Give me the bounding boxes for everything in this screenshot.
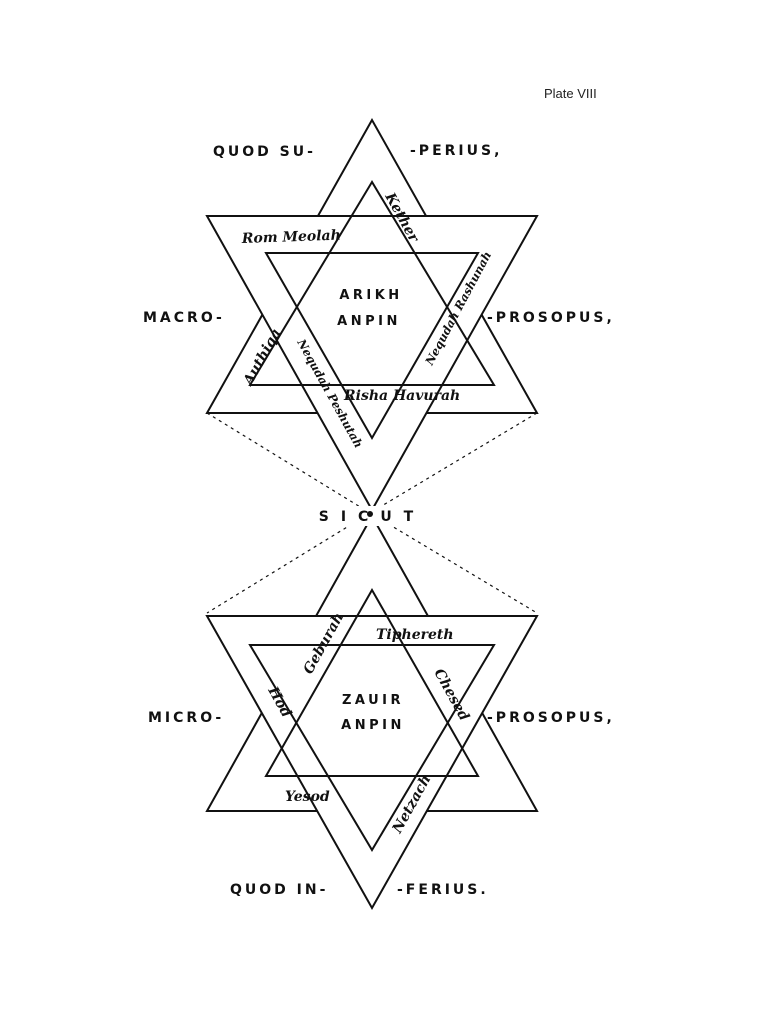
anpin-label-upper: ANPIN bbox=[337, 314, 401, 329]
junction-point bbox=[367, 511, 373, 517]
label-prosopus-lower: -PROSOPUS, bbox=[487, 710, 615, 726]
yesod-label: Yesod bbox=[285, 789, 330, 805]
upper-up-triangle-edge bbox=[248, 180, 496, 386]
tiphereth-label: Tiphereth bbox=[376, 627, 454, 643]
risha-havurah-label: Risha Havurah bbox=[343, 388, 460, 404]
label-quod-in: QUOD IN- bbox=[230, 882, 328, 898]
lower-down-triangle-edge bbox=[248, 644, 496, 852]
zauir-label: ZAUIR bbox=[342, 693, 404, 708]
upper-hexagram bbox=[205, 117, 539, 513]
label-perius: -PERIUS, bbox=[410, 143, 502, 159]
anpin-label-lower: ANPIN bbox=[341, 718, 405, 733]
ray-upper-right bbox=[369, 412, 538, 514]
label-quod-su: QUOD SU- bbox=[213, 144, 316, 160]
rom-meolah-label: Rom Meolah bbox=[241, 228, 341, 247]
label-ferius: -FERIUS. bbox=[397, 882, 489, 898]
upper-down-triangle-inner bbox=[266, 253, 478, 438]
plate-number: Plate VIII bbox=[544, 86, 597, 101]
ray-lower-right bbox=[369, 512, 538, 614]
arikh-label: ARIKH bbox=[339, 288, 402, 303]
label-prosopus-upper: -PROSOPUS, bbox=[487, 310, 615, 326]
sicut-label: SICUT bbox=[319, 509, 425, 525]
connecting-rays bbox=[206, 412, 538, 614]
label-micro: MICRO- bbox=[148, 710, 224, 726]
lower-hexagram bbox=[205, 513, 539, 911]
lower-up-triangle-edge bbox=[264, 587, 480, 777]
upper-down-triangle-edge bbox=[264, 252, 480, 441]
label-macro: MACRO- bbox=[143, 310, 225, 326]
